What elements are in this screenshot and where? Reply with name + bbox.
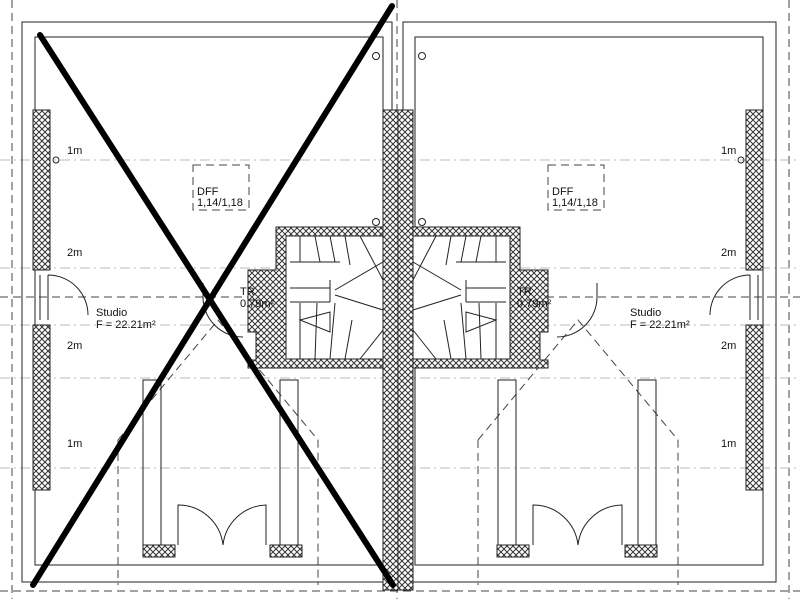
french-door	[532, 504, 623, 546]
stair-area: 0.79m²	[240, 298, 275, 310]
chimney-symbol	[418, 218, 426, 226]
stair-treads	[412, 235, 506, 360]
stair-label: TR	[240, 286, 255, 298]
wall-segment	[269, 544, 303, 558]
stair-treads	[290, 235, 384, 360]
insulated-wall	[32, 109, 51, 271]
cross-out-mark	[30, 3, 396, 588]
wall-segment	[496, 544, 530, 558]
window-size: 1,14/1,18	[197, 197, 243, 209]
party-wall	[382, 109, 399, 591]
height-label: 1m	[67, 438, 82, 450]
chimney-symbol	[418, 52, 426, 60]
chimney-symbol	[372, 52, 380, 60]
dormer-outline	[477, 319, 679, 585]
roof-window-outline	[547, 164, 605, 211]
insulated-wall	[32, 324, 51, 491]
wall-segment	[624, 544, 658, 558]
right-unit: 1m 2m 2m 1m Studio F = 22.21m² DFF 1,14/…	[397, 21, 777, 591]
room-name: Studio	[630, 307, 661, 319]
wall-segment	[142, 544, 176, 558]
height-label: 2m	[67, 340, 82, 352]
room-name: Studio	[96, 307, 127, 319]
height-label: 2m	[721, 340, 736, 352]
insulated-wall	[745, 109, 764, 271]
height-label: 1m	[721, 438, 736, 450]
door-swing	[202, 283, 244, 338]
roof-window-outline	[192, 164, 250, 211]
height-label: 1m	[67, 145, 82, 157]
window-label: DFF	[552, 186, 574, 198]
height-label: 2m	[67, 247, 82, 259]
chimney-symbol	[372, 218, 380, 226]
room-area: F = 22.21m²	[630, 319, 690, 331]
stair-label: TR	[517, 286, 532, 298]
window-label: DFF	[197, 186, 219, 198]
party-wall	[397, 109, 414, 591]
insulated-wall	[745, 324, 764, 491]
stair-area: 0.79m²	[517, 298, 552, 310]
window-size: 1,14/1,18	[552, 197, 598, 209]
dormer-pillar	[637, 379, 657, 546]
room-area: F = 22.21m²	[96, 319, 156, 331]
dormer-outline	[117, 319, 319, 585]
height-label: 1m	[721, 145, 736, 157]
height-label: 2m	[721, 247, 736, 259]
door-swing	[556, 283, 598, 338]
door-swing	[709, 274, 759, 320]
door-swing	[39, 274, 89, 320]
left-unit: 1m 2m 2m 1m Studio F = 22.21m² DFF 1,14/…	[21, 21, 399, 591]
french-door	[177, 504, 267, 546]
